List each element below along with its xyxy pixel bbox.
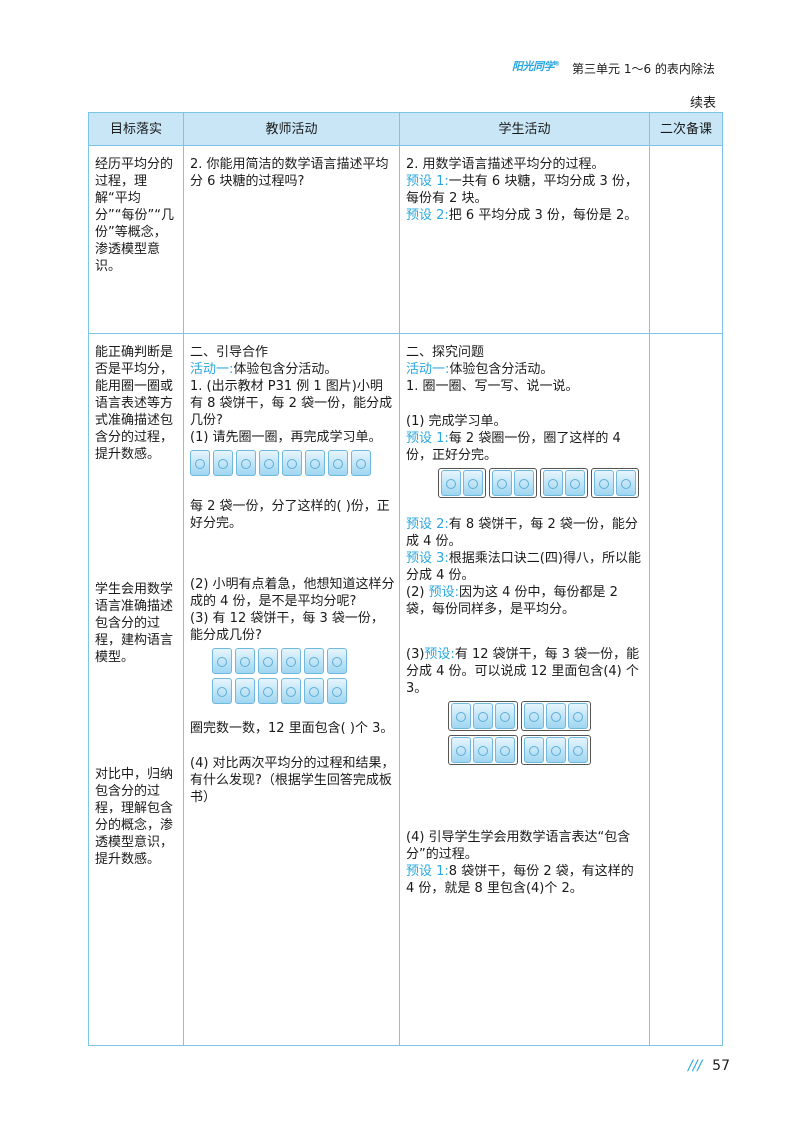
decorative-bars: /// bbox=[688, 1058, 703, 1074]
biscuit-bag-icon bbox=[282, 450, 302, 476]
biscuit-bag-icon bbox=[451, 703, 471, 729]
biscuit-bag-icon bbox=[304, 648, 324, 674]
biscuit-bag-icon bbox=[492, 470, 512, 496]
biscuit-bag-icon bbox=[213, 450, 233, 476]
biscuit-bag-icon bbox=[473, 737, 493, 763]
biscuit-bag-icon bbox=[305, 450, 325, 476]
biscuit-bag-icon bbox=[235, 648, 255, 674]
biscuit-bag-icon bbox=[441, 470, 461, 496]
preset-label: 预设 2: bbox=[406, 208, 449, 223]
biscuit-bag-icon bbox=[543, 470, 563, 496]
header-teacher: 教师活动 bbox=[183, 112, 400, 146]
biscuit-bag-icon bbox=[281, 678, 301, 704]
biscuit-bag-icon bbox=[281, 648, 301, 674]
biscuit-bag-icon bbox=[212, 648, 232, 674]
table-header-row: 目标落实 教师活动 学生活动 二次备课 bbox=[88, 112, 723, 146]
biscuit-bag-icon bbox=[495, 737, 515, 763]
biscuit-bag-icon bbox=[616, 470, 636, 496]
teacher-cell: 2. 你能用简洁的数学语言描述平均分 6 块糖的过程吗? bbox=[183, 145, 400, 334]
biscuit-bag-icon bbox=[212, 678, 232, 704]
biscuit-bag-icon bbox=[524, 703, 544, 729]
biscuit-bag-icon bbox=[568, 737, 588, 763]
circled-bags-8 bbox=[438, 468, 645, 498]
biscuit-bag-icon bbox=[258, 678, 278, 704]
biscuit-bag-icon bbox=[473, 703, 493, 729]
preset-label: 预设 1: bbox=[406, 174, 449, 189]
biscuit-bag-icon bbox=[351, 450, 371, 476]
biscuit-bag-icon bbox=[190, 450, 210, 476]
biscuit-bag-icon bbox=[463, 470, 483, 496]
student-cell: 2. 用数学语言描述平均分的过程。 预设 1:一共有 6 块糖，平均分成 3 份… bbox=[399, 145, 650, 334]
biscuit-bag-icon bbox=[546, 703, 566, 729]
biscuit-bag-icon bbox=[451, 737, 471, 763]
continued-label: 续表 bbox=[690, 96, 717, 111]
biscuit-bag-icon bbox=[327, 678, 347, 704]
brand-logo: 阳光同学® bbox=[512, 60, 560, 73]
goal-cell: 经历平均分的过程，理解“平均分”“每份”“几份”等概念，渗透模型意识。 bbox=[88, 145, 184, 334]
biscuit-bag-icon bbox=[259, 450, 279, 476]
biscuit-bag-icon bbox=[594, 470, 614, 496]
page-number: 57 bbox=[712, 1058, 730, 1074]
biscuit-bag-icon bbox=[546, 737, 566, 763]
page-footer: /// 57 bbox=[688, 1058, 730, 1074]
table-row: 经历平均分的过程，理解“平均分”“每份”“几份”等概念，渗透模型意识。 2. 你… bbox=[88, 145, 723, 334]
unit-title: 第三单元 1～6 的表内除法 bbox=[572, 62, 715, 76]
header-student: 学生活动 bbox=[399, 112, 650, 146]
biscuit-bag-icon bbox=[235, 678, 255, 704]
student-cell: 二、探究问题 活动一:体验包含分活动。 1. 圈一圈、写一写、说一说。 (1) … bbox=[399, 333, 650, 1046]
lesson-plan-table: 目标落实 教师活动 学生活动 二次备课 经历平均分的过程，理解“平均分”“每份”… bbox=[88, 112, 723, 1046]
biscuit-bag-icon bbox=[514, 470, 534, 496]
biscuit-bag-icon bbox=[304, 678, 324, 704]
biscuit-bags-8 bbox=[190, 450, 395, 476]
table-row: 能正确判断是否是平均分，能用圈一圈或语言表述等方式准确描述包含分的过程，提升数感… bbox=[88, 333, 723, 1046]
biscuit-bag-icon bbox=[495, 703, 515, 729]
biscuit-bag-icon bbox=[565, 470, 585, 496]
biscuit-bag-icon bbox=[524, 737, 544, 763]
biscuit-bags-12 bbox=[190, 648, 395, 704]
biscuit-bag-icon bbox=[258, 648, 278, 674]
circled-bags-12 bbox=[448, 701, 645, 765]
biscuit-bag-icon bbox=[236, 450, 256, 476]
second-prep-cell bbox=[649, 145, 723, 334]
biscuit-bag-icon bbox=[328, 450, 348, 476]
header-second-prep: 二次备课 bbox=[649, 112, 723, 146]
header-goal: 目标落实 bbox=[88, 112, 184, 146]
second-prep-cell bbox=[649, 333, 723, 1046]
page-header: 阳光同学® 第三单元 1～6 的表内除法 bbox=[512, 58, 742, 78]
biscuit-bag-icon bbox=[327, 648, 347, 674]
teacher-cell: 二、引导合作 活动一:体验包含分活动。 1. (出示教材 P31 例 1 图片)… bbox=[183, 333, 400, 1046]
goal-cell: 能正确判断是否是平均分，能用圈一圈或语言表述等方式准确描述包含分的过程，提升数感… bbox=[88, 333, 184, 1046]
biscuit-bag-icon bbox=[568, 703, 588, 729]
